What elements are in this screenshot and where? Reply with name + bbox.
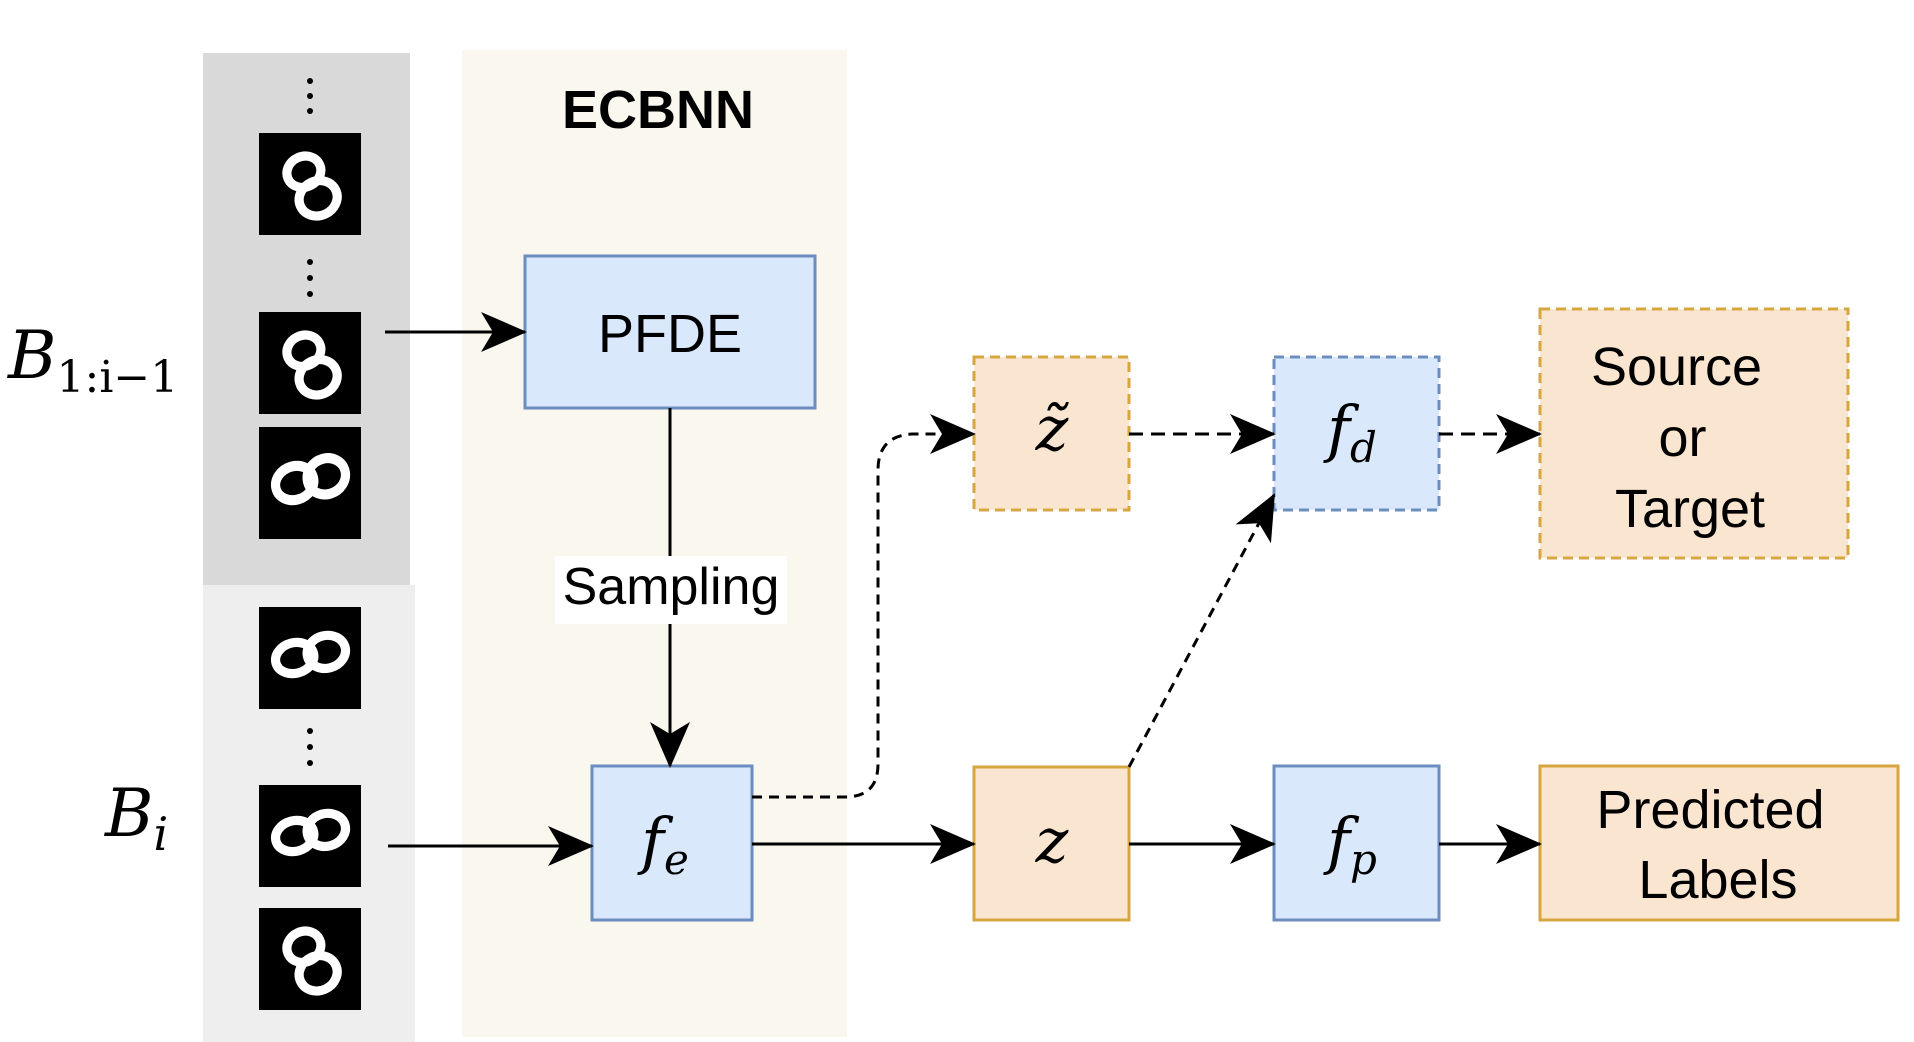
source-or-target-box <box>1538 307 1850 560</box>
ellipsis-top-icon <box>307 78 313 114</box>
pfde-label: PFDE <box>598 304 742 364</box>
digit-thumbnail <box>259 785 361 887</box>
ellipsis-bottom-icon <box>307 728 313 766</box>
fd-label: fd <box>1323 392 1377 472</box>
digit-thumbnail <box>259 908 361 1010</box>
source-or-target-label: Source or Target <box>1591 337 1777 539</box>
fe-box <box>590 764 754 922</box>
fd-box <box>1272 355 1441 512</box>
predicted-labels-label: Predicted Labels <box>1596 780 1839 910</box>
arrow-fe-to-z-tilde <box>752 414 976 799</box>
z-box <box>972 765 1131 922</box>
sampling-label: Sampling <box>563 558 780 616</box>
digit-thumbnail <box>259 312 361 414</box>
digit-thumbnail <box>259 607 361 709</box>
predicted-labels-box <box>1538 764 1900 922</box>
digit-thumbnail <box>259 133 361 235</box>
z-tilde-box <box>972 355 1131 512</box>
current-batch-label: Bi <box>104 775 168 861</box>
z-tilde-label: z̃ <box>1035 392 1070 465</box>
ellipsis-mid-icon <box>307 259 313 297</box>
z-label: z <box>1035 804 1069 877</box>
previous-batches-label: B1:i−1 <box>7 317 178 403</box>
digit-thumbnail <box>259 427 361 539</box>
ecbnn-title: ECBNN <box>562 80 754 140</box>
pfde-box <box>523 254 817 410</box>
arrow-z-to-fd <box>1127 493 1276 768</box>
sampling-label-bg <box>555 556 787 624</box>
